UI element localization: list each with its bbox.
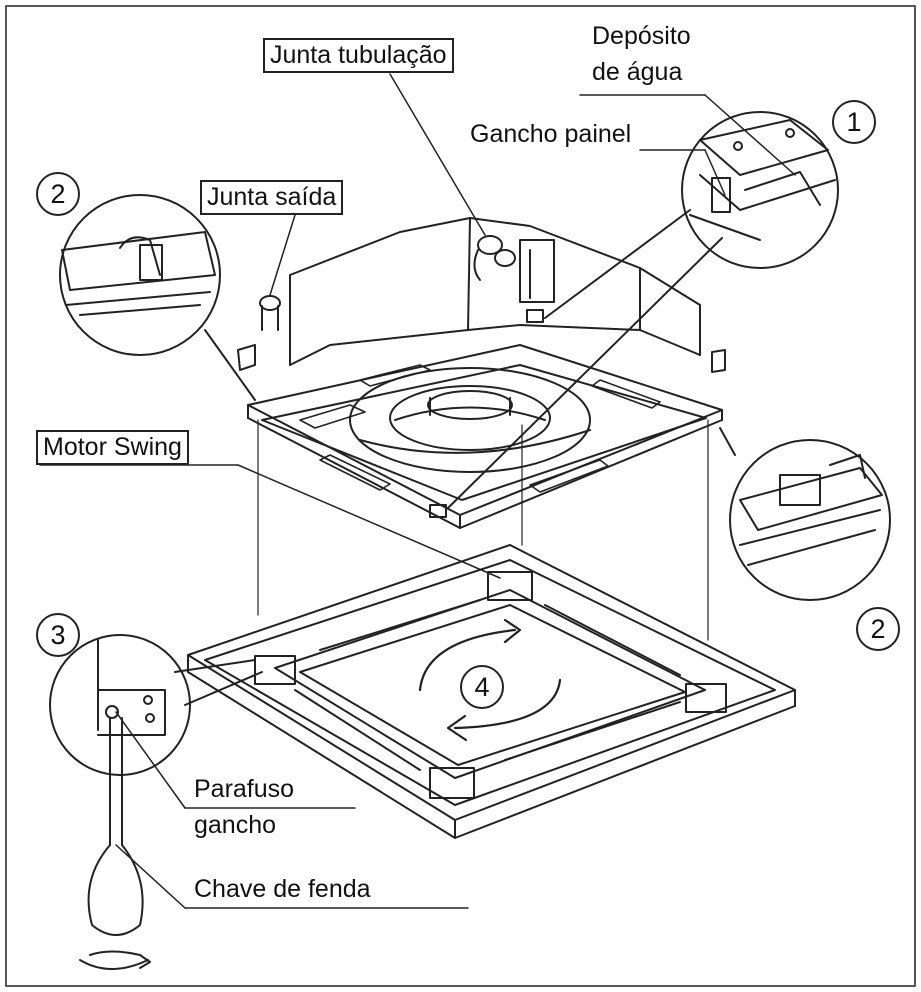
callout-2-right: 2 xyxy=(856,607,900,651)
callout-4: 4 xyxy=(460,665,504,709)
bottom-leaders xyxy=(115,711,469,909)
detail-bubble-2-left xyxy=(59,194,256,401)
frame-border xyxy=(5,5,916,987)
label-junta-saida: Junta saída xyxy=(200,180,344,215)
label-deposito-line1: Depósito xyxy=(592,22,691,50)
label-parafuso-line1: Parafuso xyxy=(194,775,295,803)
detail-bubble-1 xyxy=(447,111,839,509)
label-deposito-line2: de água xyxy=(592,58,683,86)
cassette-body xyxy=(237,217,726,529)
upper-leaders xyxy=(269,73,796,296)
callout-3: 3 xyxy=(36,613,80,657)
label-motor-swing: Motor Swing xyxy=(36,430,189,465)
ceiling-guides xyxy=(257,419,709,641)
screwdriver xyxy=(79,717,151,970)
callout-2-left: 2 xyxy=(36,172,80,216)
detail-bubble-3 xyxy=(49,634,263,776)
label-gancho-painel: Gancho painel xyxy=(470,120,632,148)
label-chave-de-fenda: Chave de fenda xyxy=(194,875,371,903)
detail-bubble-2-right xyxy=(719,427,891,601)
motor-swing-leader xyxy=(39,464,501,579)
front-panel xyxy=(187,544,796,839)
label-junta-tubulacao: Junta tubulação xyxy=(263,38,454,73)
callout-1: 1 xyxy=(832,100,876,144)
rotation-arrows xyxy=(418,618,562,742)
label-parafuso-line2: gancho xyxy=(194,811,277,839)
